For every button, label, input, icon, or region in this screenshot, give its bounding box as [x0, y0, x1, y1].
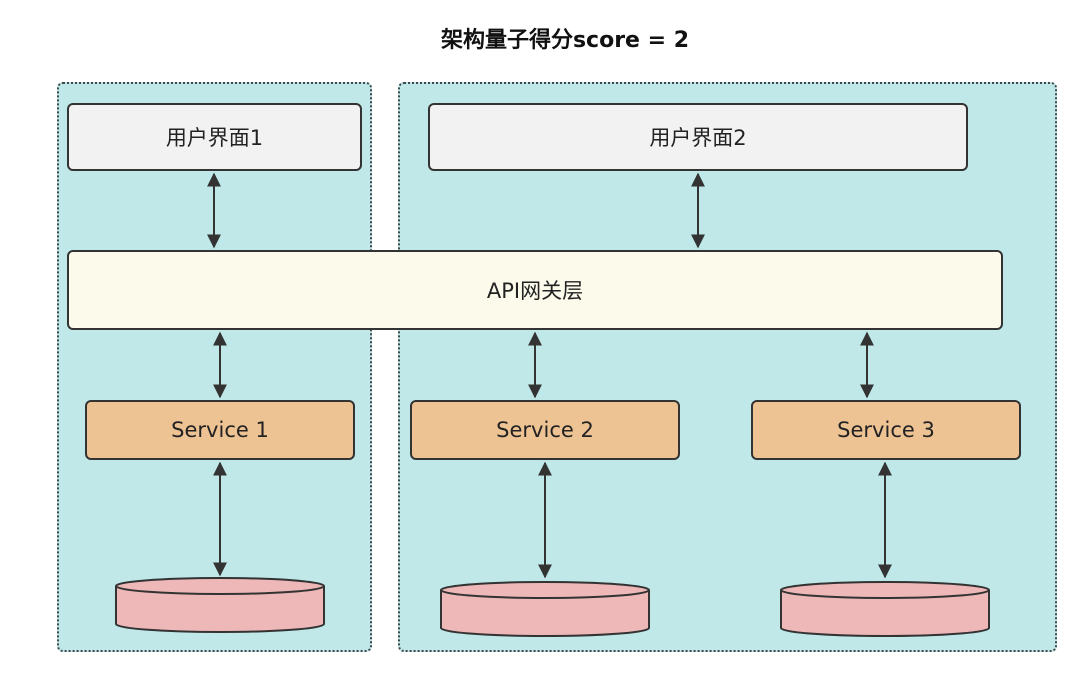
database-3-icon — [780, 581, 990, 637]
api-gateway-label: API网关层 — [486, 279, 584, 303]
service-1-box: Service 1 — [85, 400, 355, 460]
service-2-box: Service 2 — [410, 400, 680, 460]
diagram-title: 架构量子得分score = 2 — [440, 28, 690, 53]
service-3-box: Service 3 — [751, 400, 1021, 460]
database-2-icon — [440, 581, 650, 637]
service-3-label: Service 3 — [837, 418, 935, 442]
user-interface-2-box: 用户界面2 — [428, 103, 968, 171]
service-2-label: Service 2 — [496, 418, 594, 442]
user-interface-2-label: 用户界面2 — [649, 126, 747, 150]
user-interface-1-box: 用户界面1 — [67, 103, 362, 171]
api-gateway-box: API网关层 — [67, 250, 1003, 330]
service-1-label: Service 1 — [171, 418, 269, 442]
database-1-icon — [115, 577, 325, 633]
quantum-group-2 — [398, 82, 1057, 652]
user-interface-1-label: 用户界面1 — [165, 126, 264, 150]
